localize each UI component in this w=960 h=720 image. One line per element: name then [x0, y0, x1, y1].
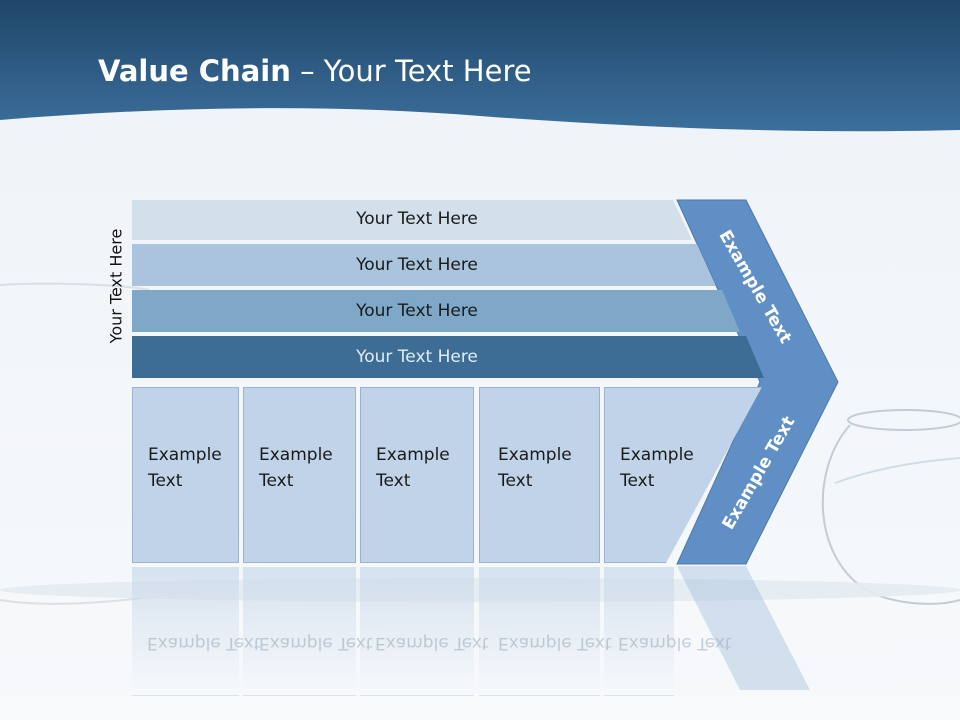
bowl-right-decoration [821, 409, 960, 605]
reflection-text-2: Example Text [259, 633, 373, 653]
activity-label-1: Example Text [148, 445, 222, 491]
row-bar-4: Your Text Here [132, 336, 764, 378]
activity-box-3: Example Text [360, 387, 474, 563]
activity-label-2: Example Text [259, 445, 333, 491]
box-reflection-3 [360, 566, 474, 696]
activity-box-2: Example Text [243, 387, 356, 563]
reflection-text-4: Example Text [498, 633, 612, 653]
side-label: Your Text Here [106, 228, 126, 344]
row-label-4: Your Text Here [356, 347, 478, 367]
row-label-3: Your Text Here [356, 301, 478, 321]
row-label-2: Your Text Here [356, 255, 478, 275]
row-bar-2: Your Text Here [132, 244, 716, 286]
activity-label-5: Example Text [620, 445, 694, 491]
header-band [0, 0, 960, 132]
activity-label-4: Example Text [498, 445, 572, 491]
activity-box-1: Example Text [132, 387, 239, 563]
box-reflection-5 [604, 566, 674, 696]
reflection-text-3: Example Text [375, 633, 489, 653]
row-label-1: Your Text Here [356, 209, 478, 229]
chevron-reflection [677, 566, 810, 690]
reflection-text-1: Example Text [147, 633, 261, 653]
box-reflection-1 [132, 566, 239, 696]
row-bar-1: Your Text Here [132, 200, 692, 240]
row-bar-3: Your Text Here [132, 290, 740, 332]
box-reflection-2 [243, 566, 356, 696]
activity-box-4: Example Text [479, 387, 600, 563]
chevron-arrow [676, 199, 839, 565]
box-reflection-4 [479, 566, 600, 696]
activity-label-3: Example Text [376, 445, 450, 491]
slide-title: Value Chain – Your Text Here [98, 54, 532, 88]
reflection-text-5: Example Text [618, 633, 732, 653]
